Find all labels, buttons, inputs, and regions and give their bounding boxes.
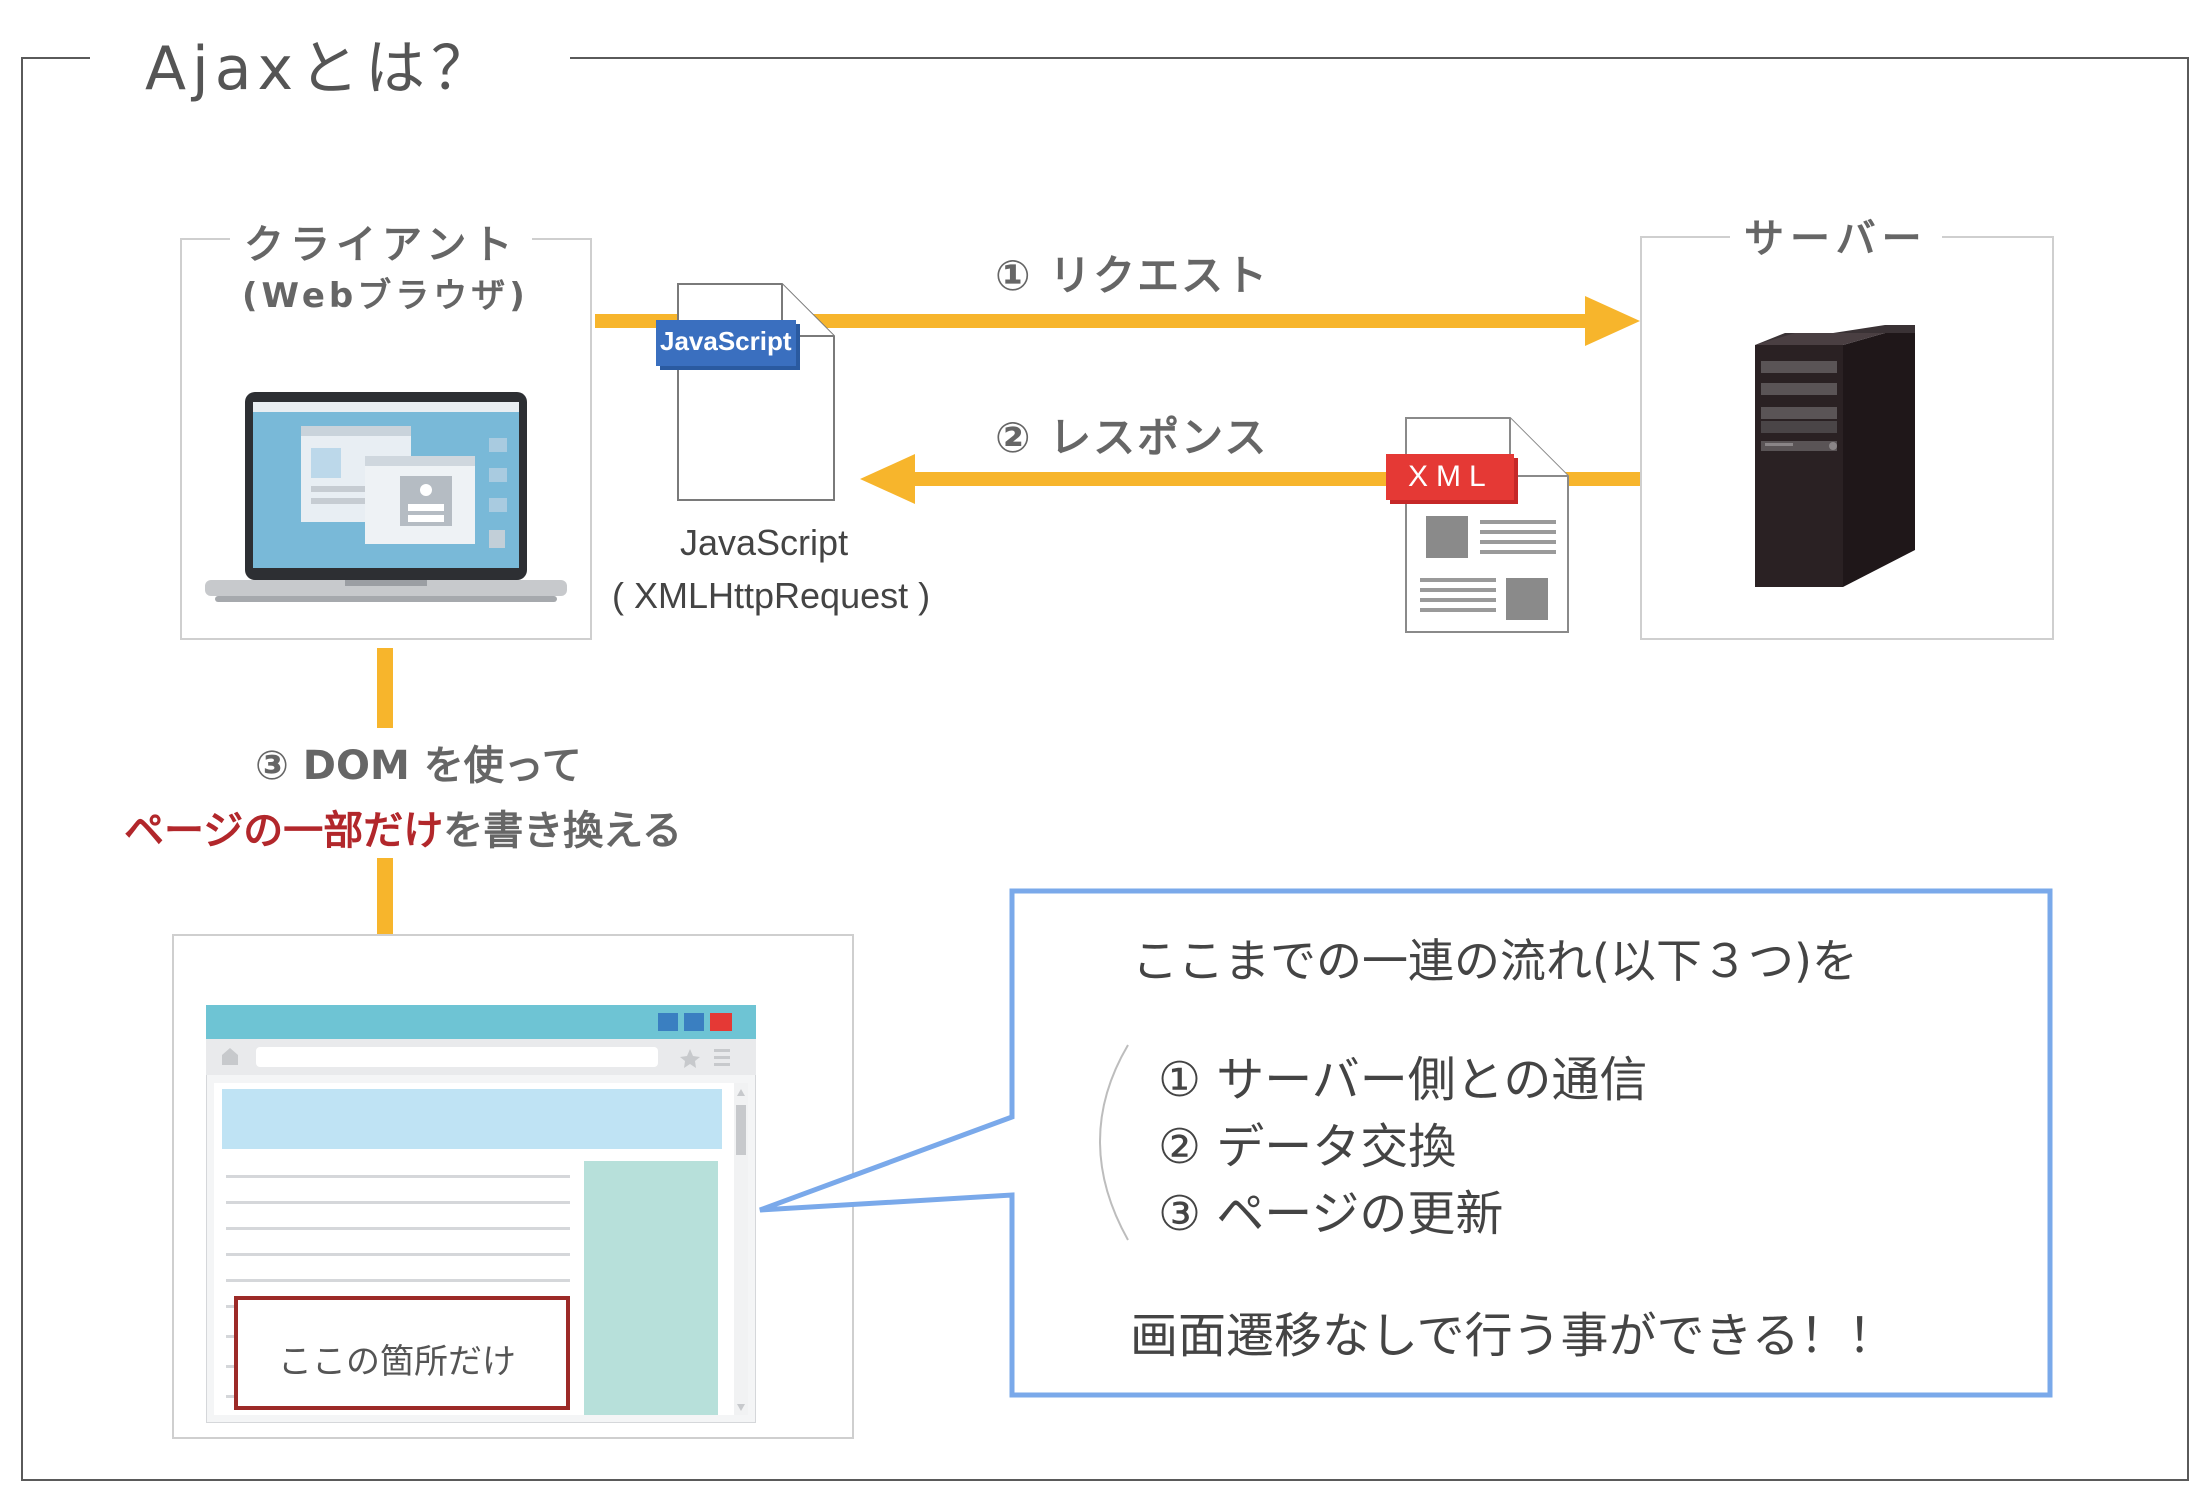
client-sublabel: (Webブラウザ): [242, 276, 529, 316]
callout-lead: ここまでの一連の流れ(以下３つ)を: [1132, 934, 1858, 988]
javascript-caption-2: ( XMLHttpRequest ): [612, 575, 931, 616]
server-label: サーバー: [1730, 206, 1942, 264]
request-arrow: [595, 296, 1640, 346]
page-title: Ajaxとは？: [145, 34, 497, 104]
callout-conclusion: 画面遷移なしで行う事ができる！！: [1130, 1308, 1896, 1364]
xml-tag-text: XML: [1408, 460, 1494, 493]
javascript-tag-text: JavaScript: [660, 326, 792, 356]
callout-item-2: ② データ交換: [1158, 1119, 1457, 1175]
client-label: クライアント: [230, 212, 533, 270]
callout-item-1: ① サーバー側との通信: [1158, 1052, 1648, 1108]
xml-tag: [1386, 454, 1514, 500]
javascript-tag: [656, 320, 796, 366]
request-label: ① リクエスト: [995, 251, 1270, 300]
highlight-box-text: ここの箇所だけ: [278, 1342, 516, 1382]
laptop-icon: [205, 392, 567, 602]
response-label: ② レスポンス: [995, 413, 1269, 462]
javascript-caption-1: JavaScript: [680, 522, 849, 563]
highlight-box: [234, 1296, 570, 1410]
dom-label-line1: ③ DOM を使って: [255, 743, 582, 789]
server-tower-icon: [1755, 325, 1915, 587]
dom-label-highlight: ページの一部だけ: [124, 808, 444, 854]
callout-item-3: ③ ページの更新: [1158, 1186, 1504, 1242]
dom-label-rest: を書き換える: [443, 808, 683, 854]
dom-label-line2: ページの一部だけを書き換える: [124, 798, 682, 856]
